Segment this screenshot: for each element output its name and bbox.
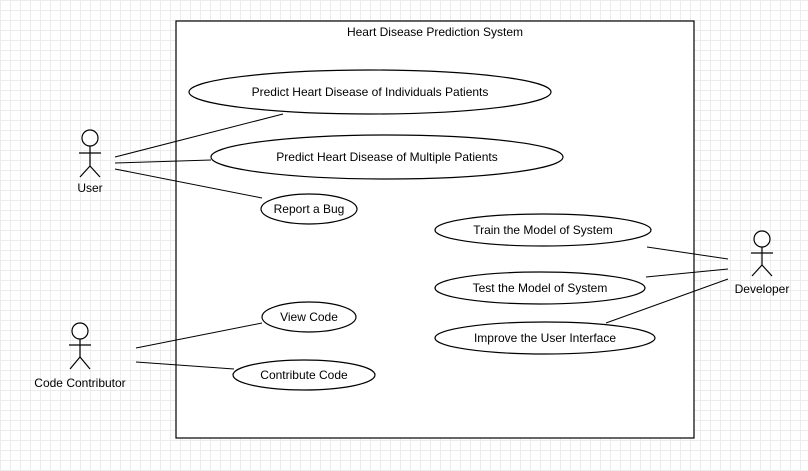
use-case-ellipse: [434, 321, 656, 355]
use-case-ellipse: [261, 301, 357, 333]
use-case-ellipse: [260, 193, 358, 225]
use-case-ellipse: [434, 271, 646, 305]
use-case-view-code[interactable]: View Code: [261, 301, 357, 333]
use-case-label: Predict Heart Disease of Multiple Patien…: [276, 150, 497, 164]
actor-label: User: [77, 181, 102, 195]
actor-label: Developer: [735, 282, 790, 296]
use-case-test-model[interactable]: Test the Model of System: [434, 271, 646, 305]
use-case-label: Contribute Code: [260, 368, 348, 382]
association-developer-test-model[interactable]: [645, 268, 729, 278]
use-case-label: Test the Model of System: [473, 281, 608, 295]
association-user-predict-individual[interactable]: [114, 113, 284, 158]
association-contributor-view-code[interactable]: [135, 322, 263, 349]
association-user-report-bug[interactable]: [114, 168, 263, 199]
association-developer-improve-ui[interactable]: [605, 278, 729, 324]
use-case-report-bug[interactable]: Report a Bug: [260, 193, 358, 225]
association-user-predict-multiple[interactable]: [114, 159, 212, 164]
association-developer-train-model[interactable]: [646, 246, 729, 260]
use-case-ellipse: [232, 359, 376, 391]
actor-user[interactable]: User: [77, 129, 103, 195]
use-case-improve-ui[interactable]: Improve the User Interface: [434, 321, 656, 355]
use-case-label: Predict Heart Disease of Individuals Pat…: [252, 85, 489, 99]
actor-developer[interactable]: Developer: [735, 230, 790, 296]
associations: [114, 113, 729, 370]
use-case-ellipse: [188, 69, 552, 115]
use-case-ellipse: [210, 134, 564, 180]
actor-label: Code Contributor: [34, 376, 125, 390]
use-case-predict-multiple[interactable]: Predict Heart Disease of Multiple Patien…: [210, 134, 564, 180]
use-case-ellipse: [434, 213, 652, 247]
use-case-label: Report a Bug: [274, 202, 345, 216]
stick-figure-icon: [69, 322, 91, 370]
association-contributor-contribute-code[interactable]: [135, 361, 235, 370]
actor-code-contributor[interactable]: Code Contributor: [34, 322, 126, 390]
system-title: Heart Disease Prediction System: [347, 25, 523, 39]
use-case-label: Improve the User Interface: [474, 331, 616, 345]
stick-figure-icon: [751, 230, 773, 277]
use-case-label: Train the Model of System: [473, 223, 613, 237]
use-case-label: View Code: [280, 310, 338, 324]
use-case-predict-individual[interactable]: Predict Heart Disease of Individuals Pat…: [188, 69, 552, 115]
stick-figure-icon: [79, 129, 101, 178]
use-case-train-model[interactable]: Train the Model of System: [434, 213, 652, 247]
use-case-contribute-code[interactable]: Contribute Code: [232, 359, 376, 391]
